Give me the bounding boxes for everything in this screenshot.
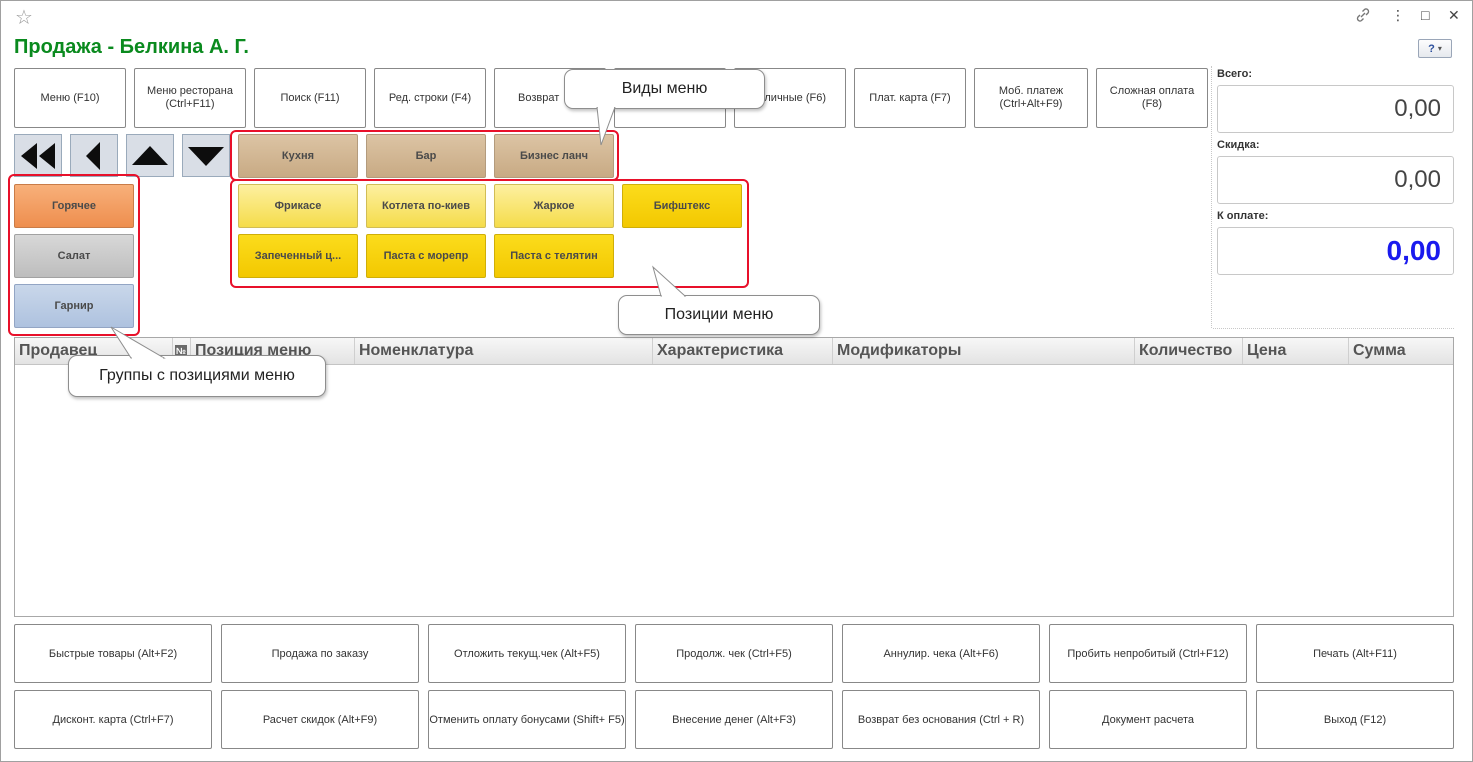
search-button[interactable]: Поиск (F11) bbox=[254, 68, 366, 128]
menu-kinds-highlight bbox=[230, 130, 619, 181]
menu-item-beefsteak[interactable]: Бифштекс bbox=[622, 184, 742, 228]
sale-by-order-button[interactable]: Продажа по заказу bbox=[221, 624, 419, 683]
cancel-check-button[interactable]: Аннулир. чека (Alt+F6) bbox=[842, 624, 1040, 683]
callout-groups-tail bbox=[110, 326, 166, 359]
group-hot[interactable]: Горячее bbox=[14, 184, 134, 228]
cash-button[interactable]: личные (F6) bbox=[734, 68, 846, 128]
calculate-discounts-button[interactable]: Расчет скидок (Alt+F9) bbox=[221, 690, 419, 749]
menu-item-seafood-pasta[interactable]: Паста с морепр bbox=[366, 234, 486, 278]
group-salad[interactable]: Салат bbox=[14, 234, 134, 278]
card-payment-button[interactable]: Плат. карта (F7) bbox=[854, 68, 966, 128]
column-modifiers[interactable]: Модификаторы bbox=[833, 338, 1135, 364]
menu-items-highlight bbox=[230, 179, 749, 288]
table-header: Продавец № Позиция меню Номенклатура Хар… bbox=[15, 338, 1453, 365]
menu-kind-business-lunch[interactable]: Бизнес ланч bbox=[494, 134, 614, 178]
number-icon: № bbox=[175, 345, 188, 357]
return-without-reason-button[interactable]: Возврат без основания (Ctrl + R) bbox=[842, 690, 1040, 749]
discount-card-button[interactable]: Дисконт. карта (Ctrl+F7) bbox=[14, 690, 212, 749]
mobile-payment-button[interactable]: Моб. платеж (Ctrl+Alt+F9) bbox=[974, 68, 1088, 128]
column-characteristic[interactable]: Характеристика bbox=[653, 338, 833, 364]
help-icon: ? bbox=[1428, 42, 1435, 55]
column-price[interactable]: Цена bbox=[1243, 338, 1349, 364]
close-icon[interactable]: ✕ bbox=[1448, 7, 1460, 23]
groups-highlight bbox=[8, 174, 140, 336]
double-left-arrow-icon bbox=[21, 142, 55, 169]
callout-menu-kinds-text: Виды меню bbox=[621, 80, 708, 97]
callout-groups-text: Группы с позициями меню bbox=[99, 367, 295, 384]
complex-payment-button[interactable]: Сложная оплата (F8) bbox=[1096, 68, 1208, 128]
column-nomenclature[interactable]: Номенклатура bbox=[355, 338, 653, 364]
payment-document-button[interactable]: Документ расчета bbox=[1049, 690, 1247, 749]
up-arrow-icon bbox=[132, 145, 168, 165]
total-value: 0,00 bbox=[1217, 85, 1454, 133]
edit-line-button[interactable]: Ред. строки (F4) bbox=[374, 68, 486, 128]
column-number[interactable]: № bbox=[173, 338, 191, 364]
to-pay-label: К оплате: bbox=[1217, 210, 1269, 222]
column-menu-position[interactable]: Позиция меню bbox=[191, 338, 355, 364]
menu-item-fricassee[interactable]: Фрикасе bbox=[238, 184, 358, 228]
help-button[interactable]: ?▾ bbox=[1418, 39, 1452, 58]
callout-menu-items-text: Позиции меню bbox=[664, 306, 774, 323]
total-label: Всего: bbox=[1217, 68, 1252, 80]
totals-bottom-divider bbox=[1213, 328, 1454, 329]
callout-menu-kinds: Виды меню bbox=[564, 69, 765, 109]
to-pay-value: 0,00 bbox=[1217, 227, 1454, 275]
discount-value: 0,00 bbox=[1217, 156, 1454, 204]
left-arrow-icon bbox=[86, 141, 100, 170]
group-garnish[interactable]: Гарнир bbox=[14, 284, 134, 328]
link-icon[interactable] bbox=[1355, 7, 1371, 26]
callout-menu-items: Позиции меню bbox=[618, 295, 820, 335]
menu-item-baked[interactable]: Запеченный ц... bbox=[238, 234, 358, 278]
continue-check-button[interactable]: Продолж. чек (Ctrl+F5) bbox=[635, 624, 833, 683]
first-page-button[interactable] bbox=[14, 134, 62, 177]
quick-goods-button[interactable]: Быстрые товары (Alt+F2) bbox=[14, 624, 212, 683]
callout-menu-items-tail bbox=[652, 265, 687, 297]
menu-kind-kitchen[interactable]: Кухня bbox=[238, 134, 358, 178]
menu-button[interactable]: Меню (F10) bbox=[14, 68, 126, 128]
column-seller[interactable]: Продавец bbox=[15, 338, 173, 364]
restaurant-menu-button[interactable]: Меню ресторана (Ctrl+F11) bbox=[134, 68, 246, 128]
more-icon[interactable]: ⋮ bbox=[1391, 7, 1405, 23]
print-button[interactable]: Печать (Alt+F11) bbox=[1256, 624, 1454, 683]
callout-menu-kinds-tail bbox=[596, 107, 616, 146]
totals-divider bbox=[1211, 66, 1212, 328]
column-quantity[interactable]: Количество bbox=[1135, 338, 1243, 364]
cancel-bonus-payment-button[interactable]: Отменить оплату бонусами (Shift+ F5) bbox=[428, 690, 626, 749]
defer-check-button[interactable]: Отложить текущ.чек (Alt+F5) bbox=[428, 624, 626, 683]
punch-unpunched-button[interactable]: Пробить непробитый (Ctrl+F12) bbox=[1049, 624, 1247, 683]
maximize-icon[interactable]: □ bbox=[1421, 7, 1430, 23]
discount-label: Скидка: bbox=[1217, 139, 1260, 151]
menu-item-veal-pasta[interactable]: Паста с телятин bbox=[494, 234, 614, 278]
callout-groups: Группы с позициями меню bbox=[68, 355, 326, 397]
column-sum[interactable]: Сумма bbox=[1353, 342, 1406, 359]
page-title: Продажа - Белкина А. Г. bbox=[14, 36, 249, 58]
menu-item-roast[interactable]: Жаркое bbox=[494, 184, 614, 228]
menu-kind-bar[interactable]: Бар bbox=[366, 134, 486, 178]
menu-item-chicken-kiev[interactable]: Котлета по-киев bbox=[366, 184, 486, 228]
scroll-down-button[interactable] bbox=[182, 134, 230, 177]
exit-button[interactable]: Выход (F12) bbox=[1256, 690, 1454, 749]
favorite-star-icon[interactable]: ☆ bbox=[15, 7, 33, 29]
cash-deposit-button[interactable]: Внесение денег (Alt+F3) bbox=[635, 690, 833, 749]
down-arrow-icon bbox=[188, 146, 224, 166]
scroll-up-button[interactable] bbox=[126, 134, 174, 177]
previous-button[interactable] bbox=[70, 134, 118, 177]
